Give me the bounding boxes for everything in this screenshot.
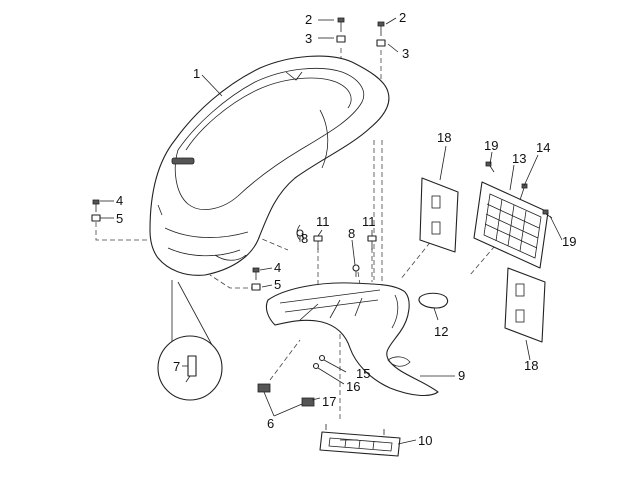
plate-holder-part xyxy=(473,181,549,269)
screw-19-upper-icon xyxy=(485,161,495,173)
nut-5-lower-icon xyxy=(251,283,261,291)
callout-1: 1 xyxy=(193,66,200,81)
callout-19-upper: 19 xyxy=(484,138,498,153)
screw-15-icon xyxy=(318,354,326,362)
callout-11-right: 11 xyxy=(362,214,376,229)
pad-part xyxy=(418,292,449,309)
callout-8-left: 8 xyxy=(301,231,308,246)
detail-circle xyxy=(157,280,223,401)
callout-2-left: 2 xyxy=(305,12,312,27)
callout-4-upper: 4 xyxy=(116,193,123,208)
callout-13: 13 xyxy=(512,151,526,166)
screw-4-upper-icon xyxy=(92,199,100,212)
screw-2-left-icon xyxy=(337,17,345,32)
callout-14: 14 xyxy=(536,140,550,155)
callout-16: 16 xyxy=(346,379,360,394)
plate-cover-part-upper xyxy=(419,177,459,253)
nut-5-upper-icon xyxy=(91,214,101,222)
callout-15: 15 xyxy=(356,366,370,381)
callout-4-lower: 4 xyxy=(274,260,281,275)
callout-6: 6 xyxy=(267,416,274,431)
callout-12: 12 xyxy=(434,324,448,339)
callout-18-lower: 18 xyxy=(524,358,538,373)
callout-3-left: 3 xyxy=(305,31,312,46)
assembly-lines xyxy=(95,48,501,420)
screw-11-left-icon xyxy=(313,235,323,250)
callout-5-upper: 5 xyxy=(116,211,123,226)
nut-3-right-icon xyxy=(376,39,386,47)
clip-17-icon xyxy=(301,397,315,407)
callout-labels: 1 2 2 3 3 4 5 4 5 6 7 8 8 9 10 11 11 12 … xyxy=(116,10,576,448)
callout-9: 9 xyxy=(458,368,465,383)
callout-7: 7 xyxy=(173,359,180,374)
callout-3-right: 3 xyxy=(402,46,409,61)
plate-cover-part-lower xyxy=(504,267,546,343)
screw-4-lower-icon xyxy=(252,267,260,280)
screw-14-icon xyxy=(519,183,528,201)
screw-8-right-icon xyxy=(352,264,360,277)
leader-lines xyxy=(100,17,563,445)
screw-8-left-icon xyxy=(296,229,304,242)
mudguard-part xyxy=(265,282,439,397)
callout-5-lower: 5 xyxy=(274,277,281,292)
screw-16-icon xyxy=(312,362,320,370)
callout-10: 10 xyxy=(418,433,432,448)
clip-6-upper-icon xyxy=(257,383,271,393)
callout-19-lower: 19 xyxy=(562,234,576,249)
callout-8-right: 8 xyxy=(348,226,355,241)
reflector-part xyxy=(319,424,401,457)
screw-11-right-icon xyxy=(367,235,377,250)
callout-18-upper: 18 xyxy=(437,130,451,145)
nut-3-left-icon xyxy=(336,35,346,43)
callout-11-left: 11 xyxy=(316,214,330,229)
screw-2-right-icon xyxy=(377,21,385,36)
front-shield-part xyxy=(149,55,390,276)
callout-17: 17 xyxy=(322,394,336,409)
callout-2-right: 2 xyxy=(399,10,406,25)
